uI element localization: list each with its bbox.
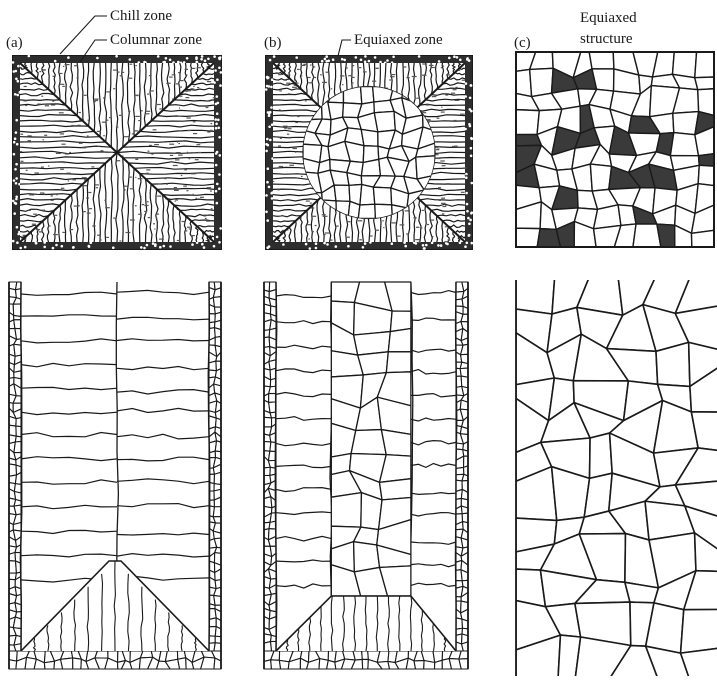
panel-c-longitudinal-section — [516, 276, 717, 678]
columnar-zone-label: Columnar zone — [110, 33, 202, 48]
panel-a-cross-section — [12, 55, 223, 250]
panel-c-cross-section — [516, 52, 714, 247]
panel-b-cross-section — [265, 55, 473, 250]
panel-c-label: (c) — [514, 36, 531, 51]
chill-zone-label: Chill zone — [110, 9, 172, 24]
panel-a-longitudinal-section — [9, 282, 221, 669]
panel-b-label: (b) — [264, 36, 282, 51]
equiaxed-zone-label: Equiaxed zone — [354, 33, 443, 48]
panel-a-label: (a) — [6, 36, 23, 51]
equiaxed-structure-label-line1: Equiaxed — [580, 11, 637, 26]
panel-b-longitudinal-section — [264, 282, 468, 669]
equiaxed-structure-label-line2: structure — [580, 32, 632, 47]
